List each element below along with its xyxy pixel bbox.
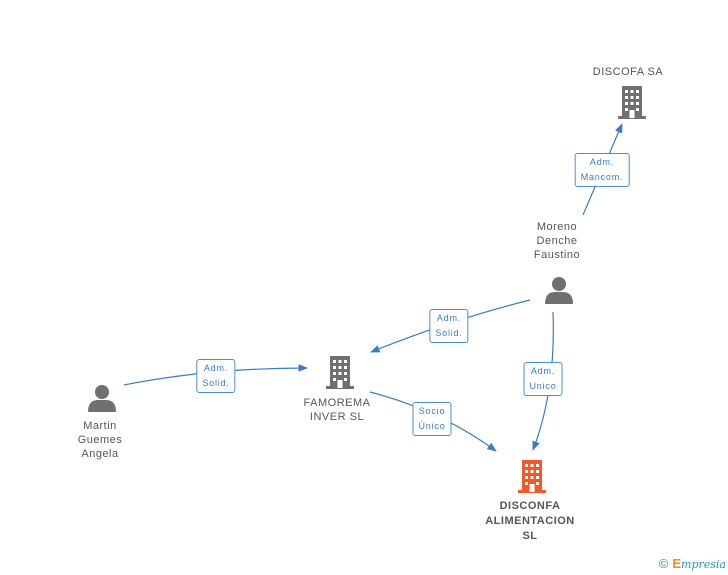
node-label-moreno[interactable]: Moreno Denche Faustino (533, 221, 581, 261)
node-label-disconfa[interactable]: DISCONFA ALIMENTACION SL (485, 500, 575, 542)
building-icon[interactable] (324, 354, 356, 390)
brand-name: mpresia (681, 558, 726, 571)
edge-label-adm-mancom[interactable]: Adm. Mancom. (574, 153, 630, 187)
person-icon[interactable] (543, 274, 575, 306)
copyright-icon: © (658, 556, 669, 571)
building-icon[interactable] (516, 458, 548, 494)
person-icon[interactable] (86, 382, 118, 414)
node-label-famorema[interactable]: FAMOREMA INVER SL (303, 397, 371, 423)
edge-label-adm-solid-moreno[interactable]: Adm. Solid. (429, 309, 469, 343)
node-label-martin[interactable]: Martin Guemes Angela (77, 420, 123, 460)
edge-label-adm-unico[interactable]: Adm. Unico (523, 362, 563, 396)
building-icon[interactable] (616, 84, 648, 120)
edge-label-adm-solid-martin[interactable]: Adm. Solid. (196, 359, 236, 393)
node-label-discofa-sa[interactable]: DISCOFA SA (592, 66, 664, 78)
brand-initial: E (672, 556, 682, 571)
edge-label-socio-unico[interactable]: Socio Único (412, 402, 452, 436)
empresia-watermark: ©Empresia (659, 556, 726, 571)
